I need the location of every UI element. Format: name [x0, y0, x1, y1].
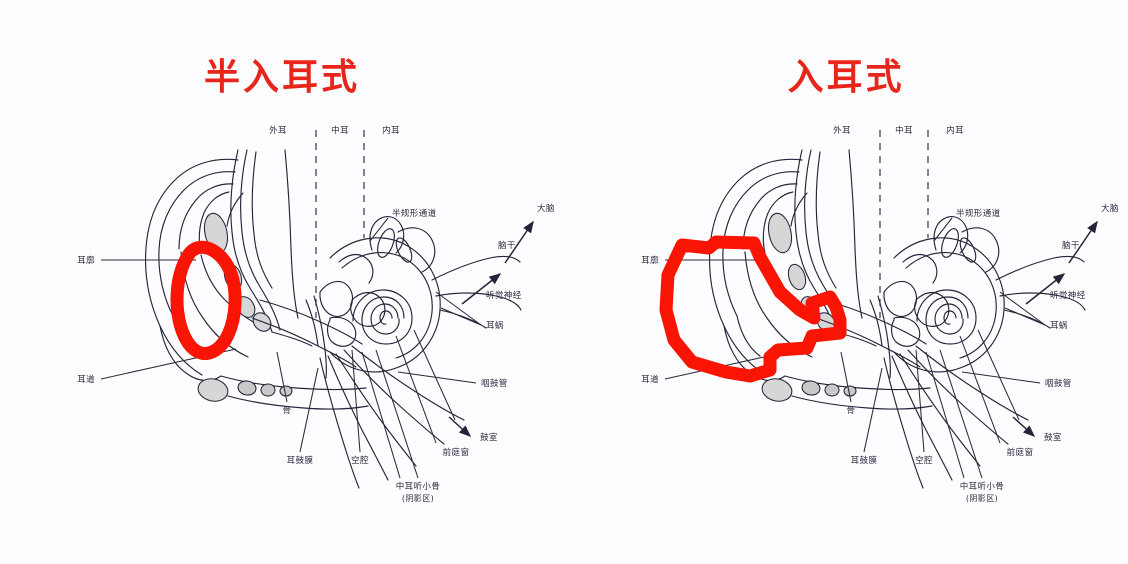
label-brain-right: 大脑 [1101, 203, 1119, 214]
label-eardrum-right: 耳鼓膜 [851, 455, 878, 466]
label-middle-ear-left: 中耳 [331, 125, 349, 136]
label-eardrum-left: 耳鼓膜 [287, 455, 314, 466]
panel-half-in-ear: 半入耳式 [77, 57, 555, 503]
ear-anatomy-diagram-right: 外耳 中耳 内耳 [641, 125, 1119, 503]
label-oval-window-left: 前庭窗 [443, 447, 470, 458]
label-ossicles-note-left: (阴影区) [402, 493, 434, 503]
arrows-right [1012, 220, 1098, 438]
label-outer-ear-left: 外耳 [269, 125, 287, 136]
label-inner-ear-right: 内耳 [946, 125, 964, 136]
label-auditory-nerve-left: 听觉神经 [486, 290, 522, 301]
label-middle-ear-right: 中耳 [895, 125, 913, 136]
label-brainstem-right: 脑干 [1062, 240, 1080, 251]
label-ear-canal-right: 耳道 [641, 374, 659, 385]
label-brain-left: 大脑 [537, 203, 555, 214]
arrows-left [448, 220, 534, 438]
label-inner-ear-left: 内耳 [382, 125, 400, 136]
ear-outline-group-left [145, 149, 522, 489]
red-polygon-highlight-canal [659, 235, 847, 383]
panel-title-in-ear: 入耳式 [787, 57, 905, 98]
label-bone-right: 骨 [847, 406, 856, 416]
label-eustachian-tube-left: 咽鼓管 [481, 378, 508, 389]
label-auricle-left: 耳廓 [77, 255, 95, 266]
label-auditory-nerve-right: 听觉神经 [1050, 290, 1086, 301]
label-semicircular-canals-right: 半规形通道 [956, 208, 1001, 219]
red-oval-highlight-concha [170, 240, 242, 360]
label-oval-window-right: 前庭窗 [1007, 447, 1034, 458]
label-outer-ear-right: 外耳 [833, 125, 851, 136]
label-tympanic-cavity-right: 鼓室 [1044, 432, 1062, 443]
label-cavity-left: 空腔 [351, 455, 369, 466]
panel-in-ear: 入耳式 [564, 0, 1128, 564]
label-cochlea-right: 耳蜗 [1050, 320, 1068, 331]
region-dividers-right [879, 130, 929, 318]
region-dividers-left [315, 130, 365, 318]
label-tympanic-cavity-left: 鼓室 [480, 432, 498, 443]
label-semicircular-canals-left: 半规形通道 [392, 208, 437, 219]
label-brainstem-left: 脑干 [498, 240, 516, 251]
ear-outline-group-right [709, 149, 1086, 489]
label-ossicles-left: 中耳听小骨 [396, 481, 441, 492]
label-ossicles-right: 中耳听小骨 [960, 481, 1005, 492]
label-ossicles-note-right: (阴影区) [966, 493, 998, 503]
panel-title-half-in-ear: 半入耳式 [203, 57, 360, 98]
label-auricle-right: 耳廓 [641, 255, 659, 266]
ear-anatomy-diagram-left: 外耳 中耳 内耳 [77, 125, 555, 503]
label-ear-canal-left: 耳道 [77, 374, 95, 385]
label-cavity-right: 空腔 [915, 455, 933, 466]
label-bone-left: 骨 [283, 406, 292, 416]
label-cochlea-left: 耳蜗 [486, 320, 504, 331]
label-eustachian-tube-right: 咽鼓管 [1045, 378, 1072, 389]
